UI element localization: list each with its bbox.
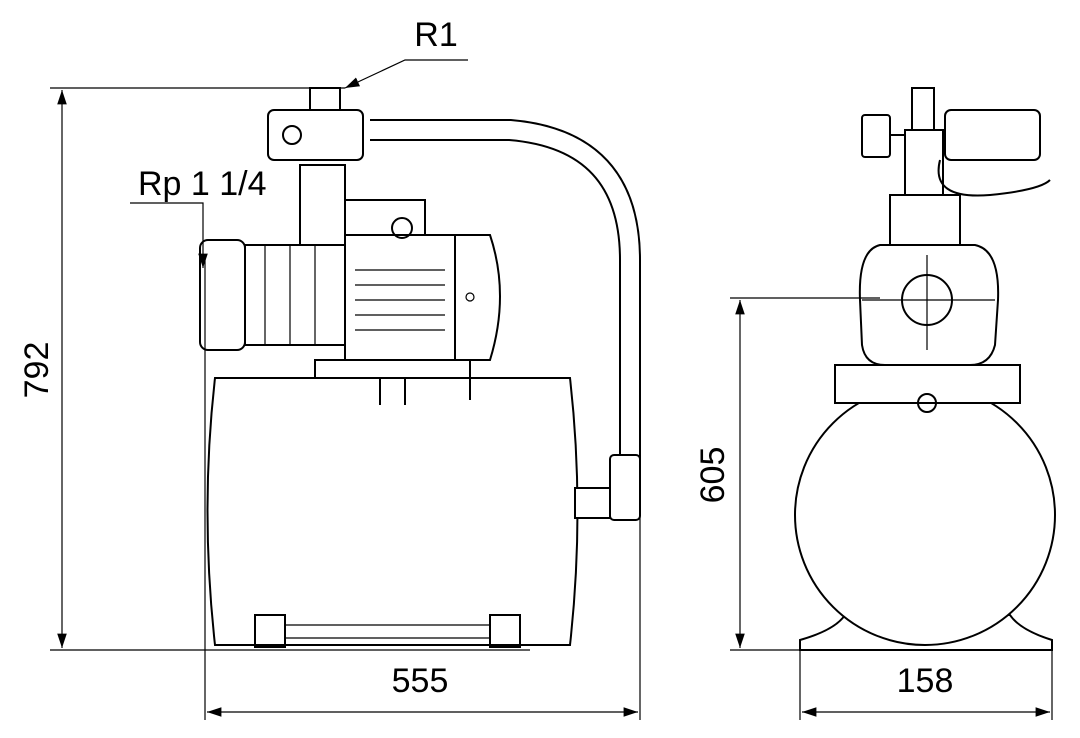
motor (344, 234, 456, 361)
dimension-555: 555 (204, 255, 641, 720)
pump-head (199, 239, 246, 351)
front-base (799, 614, 1053, 651)
dimension-base-width: 158 (897, 662, 954, 700)
tank-foot (489, 614, 521, 648)
dimension-total-height: 792 (18, 342, 56, 399)
dimension-total-length: 555 (392, 662, 449, 700)
front-tank (794, 384, 1056, 646)
outlet-thread-label: R1 (414, 16, 457, 54)
terminal-box (344, 199, 426, 236)
dimension-158: 158 (799, 650, 1053, 720)
front-riser (889, 194, 961, 246)
pump-bracket (314, 359, 471, 400)
motor-fan-cover (454, 234, 501, 361)
front-view (794, 87, 1056, 651)
pump-chamber (244, 244, 346, 346)
front-pressure-switch (944, 109, 1041, 161)
dimension-605: 605 (694, 297, 880, 651)
inlet-thread-label: Rp 1 1/4 (138, 165, 267, 203)
pressure-tank (206, 377, 579, 646)
front-bracket (834, 364, 1021, 404)
side-view (199, 87, 641, 648)
dimension-inlet-height: 605 (694, 447, 732, 504)
tank-foot (254, 614, 286, 648)
front-valve-knob (861, 114, 891, 158)
outlet-label: R1 (344, 16, 468, 89)
dimension-792: 792 (18, 87, 530, 651)
riser-pipe (299, 164, 346, 246)
front-pump-head (858, 244, 1000, 366)
inlet-label: Rp 1 1/4 (130, 165, 267, 268)
